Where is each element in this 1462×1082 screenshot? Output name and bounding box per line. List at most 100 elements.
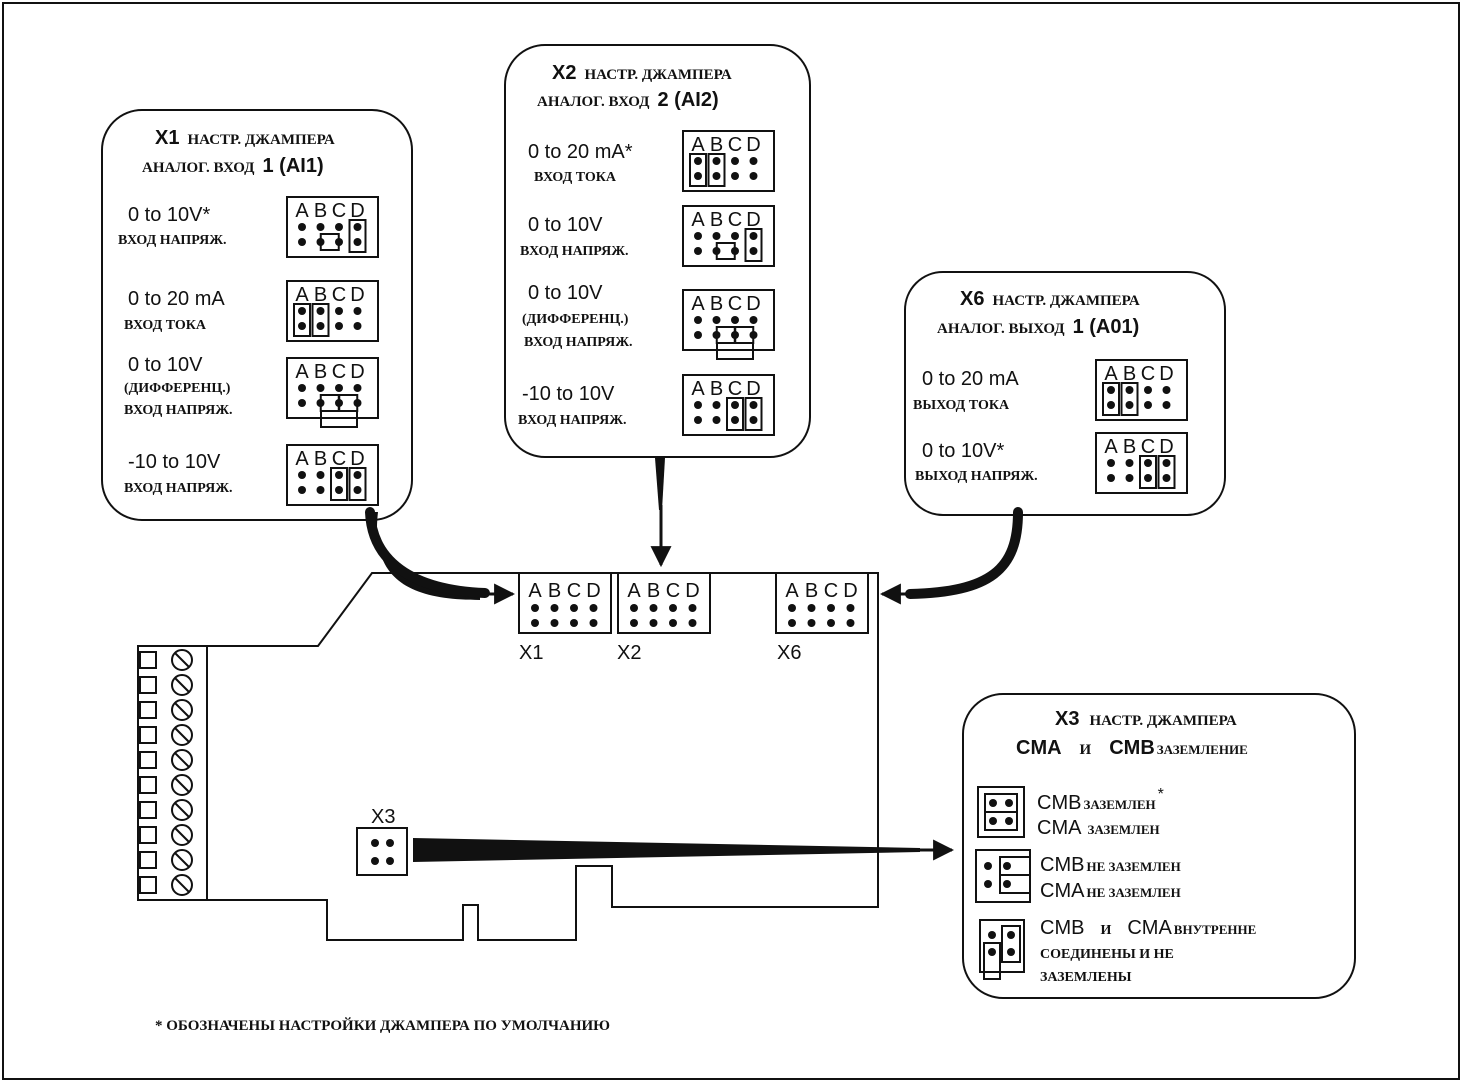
jumper-cap [1120,382,1139,416]
jumper-pin [1107,386,1115,394]
x3-opt3-line2: СОЕДИНЕНЫ И НЕ [1040,947,1174,962]
board-connector-pin [630,619,638,627]
jumper-cap [1102,382,1120,416]
jumper-pin [694,416,702,424]
x1-opt3-desc2: ВХОД НАПРЯЖ. [124,403,233,418]
x1-opt3-desc: (ДИФФЕРЕНЦ.) [124,381,231,396]
jumper-pin [1125,386,1134,394]
x3-opt3-pin [1007,948,1015,956]
x3-opt3-a: CMB [1040,917,1084,939]
jumper-pin [749,316,758,324]
jumper-pin [316,238,325,246]
jumper-pin [1144,459,1152,467]
x3-opt2-a-desc: НЕ ЗАЗЕМЛЕН [1086,859,1180,874]
jumper-letter: C [332,284,346,306]
jumper-pin [1162,459,1171,467]
jumper-letter: D [746,293,760,315]
terminal-screw-slot [174,727,190,743]
board-connector-letter: D [586,580,600,602]
x6-opt1-value: 0 to 20 mA [922,368,1019,390]
board-connector-pin [688,604,697,612]
board-connector-pin [550,604,559,612]
jumper-letter: A [691,134,705,156]
terminal-slot [139,751,157,769]
terminal-slot [139,701,157,719]
jumper-letter: C [728,209,742,231]
jumper-pin [1144,401,1152,409]
x3-opt2-b-desc: НЕ ЗАЗЕМЛЕН [1086,885,1180,900]
jumper-letter: A [295,361,309,383]
x1-arrow-tail [368,512,480,600]
x3-opt3-b-desc: ВНУТРЕННЕ [1174,922,1257,937]
jumper-pin [335,223,343,231]
board-connector-pin [570,619,578,627]
jumper-pin [694,331,702,339]
jumper-pin [316,223,325,231]
jumper-pin [1125,401,1134,409]
board-connector-pin [669,604,677,612]
jumper-letter: D [350,284,364,306]
x3-cmb: CMB [1109,737,1155,759]
terminal-screw-slot [174,752,190,768]
jumper-pin [298,223,306,231]
jumper-letter: A [691,209,705,231]
jumper-pin [335,486,343,494]
jumper-letter: C [728,134,742,156]
jumper-pin [353,471,362,479]
x3-arrow-tail [413,838,920,862]
jumper-pin [316,471,325,479]
jumper-pin [298,471,306,479]
board-connector-pin [827,619,835,627]
jumper-cap [1157,455,1176,489]
jumper-pin [335,307,343,315]
jumper-letter: A [691,378,705,400]
jumper-letter: D [1159,436,1173,458]
jumper-pin [731,172,739,180]
board-connector-letter: C [666,580,680,602]
x3-opt2-pin [984,880,992,888]
x6-title-line2: АНАЛОГ. ВЫХОД [937,321,1065,337]
jumper-letter: C [332,448,346,470]
jumper-pin [731,157,739,165]
jumper-pin [749,401,758,409]
x3-board-pin [371,857,379,865]
x2-opt4-value: -10 to 10V [522,383,615,405]
x1-board-label: X1 [519,642,543,664]
jumper-letter: A [1104,436,1118,458]
jumper-pin [712,316,721,324]
x3-opt1-a-desc: ЗАЗЕМЛЕН [1083,797,1155,812]
jumper-pin [1125,474,1134,482]
jumper-cap [707,153,726,187]
x1-title-line2: АНАЛОГ. ВХОД [142,160,255,176]
jumper-letter: A [295,284,309,306]
jumper-pin [298,238,306,246]
x6-code: X6 [960,288,984,310]
jumper-pin [1144,386,1152,394]
jumper-letter: C [1141,363,1155,385]
x3-board-pin [386,839,394,847]
jumper-pin [712,331,721,339]
jumper-letter: D [1159,363,1173,385]
jumper-letter: D [350,361,364,383]
x3-opt2-jumper-bottom [999,874,1031,894]
board-connector-pin [550,619,559,627]
jumper-letter: C [1141,436,1155,458]
x3-board-pin [386,857,394,865]
board-connector-letter: C [567,580,581,602]
jumper-pin [749,172,758,180]
board-connector-pin [669,619,677,627]
x3-opt1-pin [1005,799,1013,807]
jumper-pin [353,399,362,407]
x3-opt1-b-desc: ЗАЗЕМЛЕН [1087,822,1159,837]
